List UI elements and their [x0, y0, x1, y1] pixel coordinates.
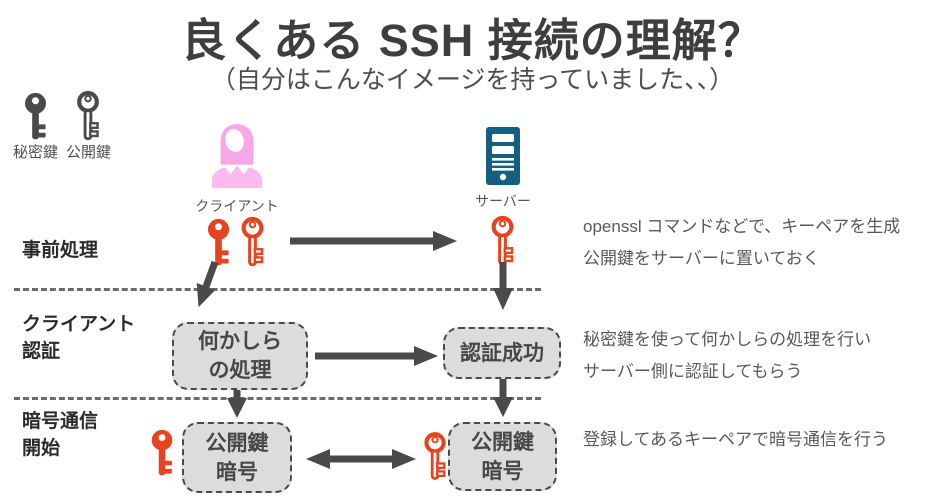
process-box-line1: 何かしら	[198, 330, 282, 353]
server-crypto-box-line1: 公開鍵	[471, 430, 534, 454]
private-key-icon	[20, 92, 51, 141]
row-label-client-auth: クライアント 認証	[22, 311, 135, 365]
server-crypto-box: 公開鍵 暗号	[448, 422, 557, 491]
row-label-crypto-start-line1: 暗号通信	[22, 411, 99, 432]
client-crypto-box-line1: 公開鍵	[205, 431, 269, 455]
note-client-auth-line2: サーバー側に認証してもらう	[583, 362, 803, 381]
server-label: サーバー	[475, 193, 531, 209]
arrow-double-crypto-icon	[306, 446, 416, 472]
server-crypto-box-line2: 暗号	[481, 459, 524, 483]
process-box-line2: の処理	[208, 359, 272, 382]
note-preprocess: openssl コマンドなどで、キーペアを生成 公開鍵をサーバーに置いておく	[583, 211, 900, 275]
page-subtitle: （自分はこんなイメージを持っていました、、）	[210, 66, 735, 94]
server-public-key-icon	[486, 215, 519, 266]
note-crypto-start-line1: 登録してあるキーペアで暗号通信を行う	[583, 430, 888, 449]
row-label-client-auth-line2: 認証	[22, 341, 61, 362]
note-client-auth-line1: 秘密鍵を使って何かしらの処理を行い	[583, 330, 872, 349]
page-title: 良くある SSH 接続の理解？	[181, 15, 764, 66]
private-key-label: 秘密鍵	[13, 144, 59, 161]
auth-success-box: 認証成功	[443, 327, 561, 379]
client-crypto-box-line2: 暗号	[216, 460, 258, 484]
note-preprocess-line2: 公開鍵をサーバーに置いておく	[583, 249, 820, 268]
note-preprocess-line1: openssl コマンドなどで、キーペアを生成	[583, 217, 901, 236]
client-label: クライアント	[195, 198, 279, 214]
public-key-label: 公開鍵	[66, 144, 112, 161]
client-person-icon	[208, 122, 266, 188]
note-crypto-start: 登録してあるキーペアで暗号通信を行う	[583, 424, 888, 456]
crypto-public-key-icon	[420, 431, 450, 481]
crypto-private-key-icon	[147, 429, 177, 477]
client-crypto-box: 公開鍵 暗号	[182, 422, 292, 493]
row-separator-2	[14, 397, 541, 400]
row-label-crypto-start-line2: 開始	[22, 438, 61, 459]
note-client-auth: 秘密鍵を使って何かしらの処理を行い サーバー側に認証してもらう	[583, 324, 871, 388]
row-label-preprocess: 事前処理	[22, 240, 99, 261]
row-label-crypto-start: 暗号通信 開始	[22, 408, 98, 462]
arrow-process-to-auth-icon	[314, 344, 440, 368]
process-box: 何かしら の処理	[172, 322, 308, 390]
server-icon	[485, 126, 521, 186]
arrow-client-to-server-icon	[289, 229, 459, 253]
arrow-down-client-icon	[186, 258, 228, 314]
arrow-down-process-icon	[224, 390, 250, 420]
row-label-client-auth-line1: クライアント	[22, 314, 136, 335]
public-key-icon	[70, 90, 106, 141]
row-separator-1	[14, 288, 541, 291]
arrow-down-auth-icon	[490, 379, 516, 419]
client-public-key-icon	[236, 216, 269, 267]
auth-success-box-label: 認証成功	[460, 341, 544, 365]
arrow-down-server-icon	[490, 262, 516, 312]
